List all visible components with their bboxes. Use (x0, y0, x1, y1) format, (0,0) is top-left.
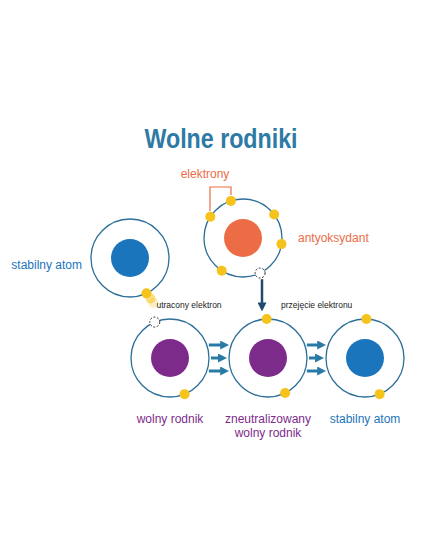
atom-node: stabilny atom (90, 218, 170, 298)
atom-shape (130, 318, 210, 398)
electron (141, 288, 151, 298)
electron (277, 239, 287, 249)
atom-label: stabilny atom (11, 258, 82, 272)
annotation-label: elektrony (181, 167, 230, 181)
atom-nucleus (151, 339, 189, 377)
atom-nucleus (249, 339, 287, 377)
orbit-ring (91, 219, 169, 297)
atom-node: wolny rodnik (130, 318, 210, 398)
transfer-arrow (209, 344, 225, 347)
atom-shape (90, 218, 170, 298)
transfer-arrow (309, 357, 320, 360)
atom-nucleus (346, 339, 384, 377)
missing-electron (255, 268, 265, 278)
electron (269, 210, 279, 220)
atom-label: zneutralizowany wolny rodnik (216, 412, 320, 440)
diagram-title: Wolne rodniki (31, 124, 411, 155)
missing-electron (150, 317, 160, 327)
atom-nucleus (224, 219, 262, 257)
atom-label-group: stabilny atom (313, 412, 417, 426)
atom-shape (325, 318, 405, 398)
electron (217, 266, 227, 276)
electron (375, 389, 385, 399)
atom-label: stabilny atom (313, 412, 417, 426)
electron (180, 389, 190, 399)
atom-shape (203, 198, 283, 278)
orbit-ring (131, 319, 209, 397)
atom-label-group: antyoksydant (298, 231, 369, 245)
atom-label: wolny rodnik (118, 412, 222, 426)
orbit-ring (326, 319, 404, 397)
atom-node: stabilny atom (325, 318, 405, 398)
orbit-ring (229, 319, 307, 397)
atom-label-group: wolny rodnik (118, 412, 222, 426)
atom-nucleus (111, 239, 149, 277)
electron (361, 314, 371, 324)
electron (205, 212, 215, 222)
atom-label-group: stabilny atom (11, 258, 82, 272)
transfer-arrow (307, 344, 322, 347)
transfer-arrow (307, 370, 322, 373)
atom-label-group: zneutralizowany wolny rodnik (216, 412, 320, 440)
electron (226, 196, 236, 206)
transfer-arrow (261, 279, 264, 307)
annotation-label: utracony elektron (156, 300, 221, 310)
atom-label: antyoksydant (298, 231, 369, 245)
atom-shape (228, 318, 308, 398)
edge-label: przejęcie elektronu (281, 300, 352, 310)
transfer-arrow (211, 357, 223, 360)
orbit-ring (204, 199, 282, 277)
transfer-arrow (209, 370, 225, 373)
electron (262, 314, 272, 324)
electron (280, 388, 290, 398)
atom-node: antyoksydant (203, 198, 283, 278)
atom-node: zneutralizowany wolny rodnik (228, 318, 308, 398)
